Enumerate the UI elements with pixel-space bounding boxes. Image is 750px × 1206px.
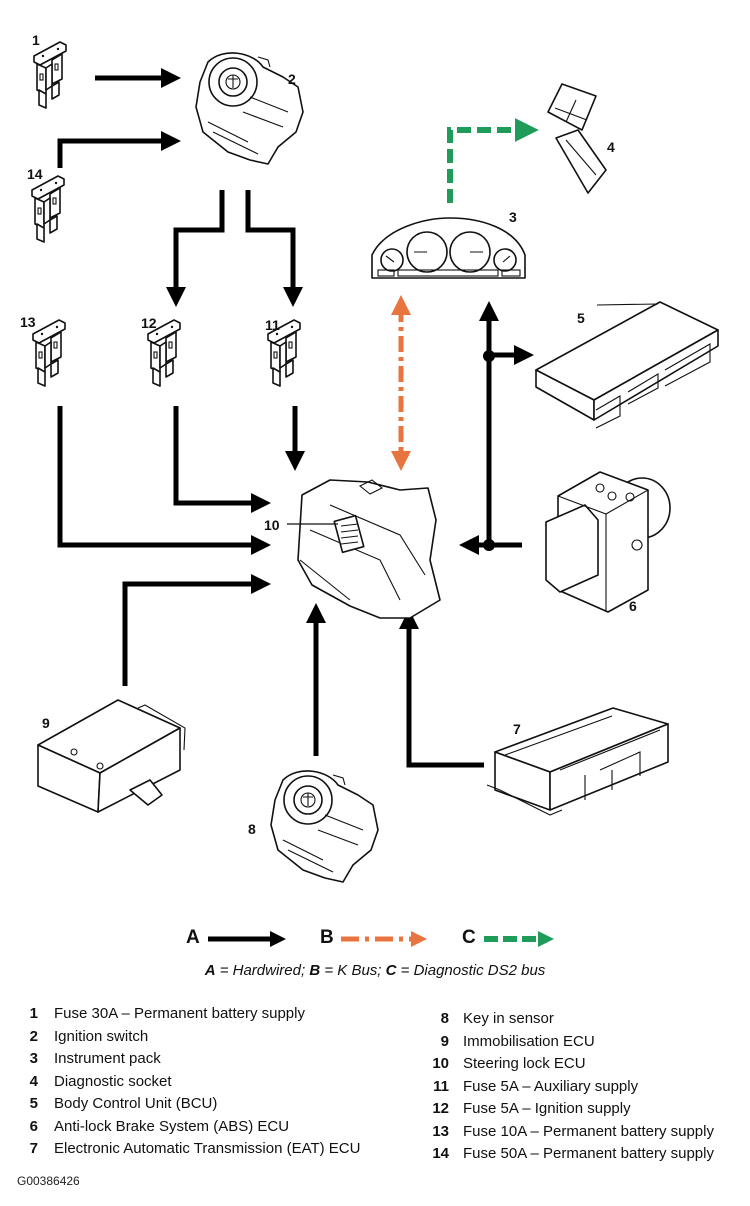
key-number: 2 (29, 1027, 38, 1045)
key-number: 14 (432, 1145, 449, 1162)
ds2-3-to-4 (447, 118, 539, 203)
component-2-ignition-switch (195, 52, 304, 165)
wire-2-to-11 (245, 190, 303, 307)
key-label: Body Control Unit (BCU) (54, 1095, 218, 1112)
key-label: Key in sensor (463, 1010, 554, 1027)
key-item: 13 Fuse 10A – Permanent battery supply (427, 1121, 714, 1144)
key-item: 2 Ignition switch (26, 1026, 360, 1049)
key-number: 11 (433, 1077, 449, 1095)
callout-8: 8 (248, 821, 256, 837)
callout-2: 2 (288, 71, 296, 87)
legend-caption-a: A (204, 962, 216, 979)
component-13-fuse-10a (32, 319, 66, 387)
callout-7: 7 (513, 721, 521, 737)
key-item: 10 Steering lock ECU (427, 1053, 714, 1076)
legend-caption-c: C (385, 962, 397, 979)
system-diagram: 1 2 14 3 4 13 12 11 5 10 6 9 7 8 (20, 32, 719, 883)
legend-c-letter: C (462, 927, 476, 948)
key-label: Immobilisation ECU (463, 1032, 595, 1050)
callout-labels: 1 2 14 3 4 13 12 11 5 10 6 9 7 8 (20, 32, 637, 837)
legend-ds2-arrow-icon (484, 931, 554, 947)
callout-12: 12 (141, 315, 157, 331)
key-number: 8 (440, 1010, 449, 1027)
key-label: Fuse 5A – Ignition supply (463, 1100, 631, 1117)
key-number: 1 (29, 1005, 38, 1022)
wire-9-to-10 (122, 574, 271, 686)
key-item: 3 Instrument pack (26, 1048, 360, 1071)
callout-9: 9 (42, 715, 50, 731)
component-key-right: 8 Key in sensor 9 Immobilisation ECU 10 Ste… (427, 1008, 714, 1166)
legend-kbus-arrow-icon (341, 931, 427, 947)
legend-a-letter: A (186, 927, 200, 948)
key-label: Anti-lock Brake System (ABS) ECU (54, 1117, 290, 1135)
key-item: 14 Fuse 50A – Permanent battery supply (427, 1143, 714, 1166)
component-8-key-in-sensor (270, 770, 379, 883)
junction-dot (483, 539, 495, 551)
key-number: 3 (29, 1050, 38, 1067)
key-item: 8 Key in sensor (427, 1008, 714, 1031)
component-6-abs-ecu (545, 471, 671, 613)
callout-5: 5 (577, 310, 585, 326)
component-key-left: 1 Fuse 30A – Permanent battery supply 2 Ig… (26, 1003, 361, 1161)
junction-dot (483, 350, 495, 362)
component-14-fuse-50a (31, 175, 65, 243)
component-9-immobilisation-ecu (37, 699, 186, 813)
key-number: 4 (29, 1072, 38, 1090)
component-1-fuse-30a (33, 41, 67, 109)
component-10-steering-lock-ecu (287, 479, 441, 619)
key-label: Fuse 50A – Permanent battery supply (463, 1145, 714, 1162)
legend-b-letter: B (320, 927, 334, 948)
key-label: Fuse 30A – Permanent battery supply (54, 1005, 305, 1022)
component-5-body-control-unit (535, 301, 719, 429)
key-item: 1 Fuse 30A – Permanent battery supply (26, 1003, 360, 1026)
key-number: 12 (432, 1100, 449, 1117)
key-item: 9 Immobilisation ECU (427, 1031, 714, 1054)
key-item: 6 Anti-lock Brake System (ABS) ECU (26, 1116, 360, 1139)
legend-caption-c-text: = Diagnostic DS2 bus (396, 962, 546, 979)
wire-12-to-10 (173, 406, 271, 513)
legend-hardwired-arrow-icon (208, 931, 286, 947)
key-number: 9 (440, 1032, 449, 1050)
callout-4: 4 (607, 139, 615, 155)
key-label: Steering lock ECU (463, 1055, 586, 1072)
legend: A B C (0, 922, 750, 956)
component-3-instrument-pack (371, 217, 526, 279)
wire-2-to-12 (166, 190, 225, 307)
key-item: 11 Fuse 5A – Auxiliary supply (427, 1076, 714, 1099)
key-label: Fuse 10A – Permanent battery supply (463, 1122, 714, 1140)
callout-13: 13 (20, 314, 36, 330)
callout-11: 11 (265, 317, 280, 333)
key-item: 7 Electronic Automatic Transmission (EAT)… (26, 1138, 361, 1161)
legend-caption-b-text: = K Bus; (320, 962, 386, 979)
key-label: Electronic Automatic Transmission (EAT) … (54, 1140, 361, 1157)
key-number: 6 (29, 1117, 38, 1135)
key-label: Ignition switch (54, 1027, 149, 1045)
component-7-eat-ecu (486, 707, 669, 816)
legend-caption: A = Hardwired; B = K Bus; C = Diagnostic… (0, 962, 750, 979)
key-item: 4 Diagnostic socket (26, 1071, 360, 1094)
wire-14-to-2 (57, 131, 181, 168)
key-label: Fuse 5A – Auxiliary supply (463, 1077, 639, 1095)
wire-7-to-10 (399, 609, 484, 768)
callout-3: 3 (509, 209, 517, 225)
key-number: 5 (29, 1095, 38, 1112)
key-item: 5 Body Control Unit (BCU) (26, 1093, 360, 1116)
legend-caption-a-text: = Hardwired; (215, 962, 310, 979)
component-4-diagnostic-socket (547, 83, 607, 194)
legend-caption-b: B (309, 962, 321, 979)
callout-1: 1 (32, 32, 40, 48)
hardwired-connections (57, 68, 534, 768)
key-number: 13 (432, 1122, 449, 1140)
key-number: 10 (432, 1055, 449, 1072)
key-label: Diagnostic socket (54, 1072, 172, 1090)
callout-14: 14 (27, 166, 43, 182)
key-number: 7 (29, 1140, 38, 1157)
wire-13-to-10 (57, 406, 271, 555)
figure-id: G00386426 (17, 1174, 80, 1188)
callout-10: 10 (264, 517, 280, 533)
key-item: 12 Fuse 5A – Ignition supply (427, 1098, 714, 1121)
callout-6: 6 (629, 598, 637, 614)
key-label: Instrument pack (54, 1050, 161, 1067)
